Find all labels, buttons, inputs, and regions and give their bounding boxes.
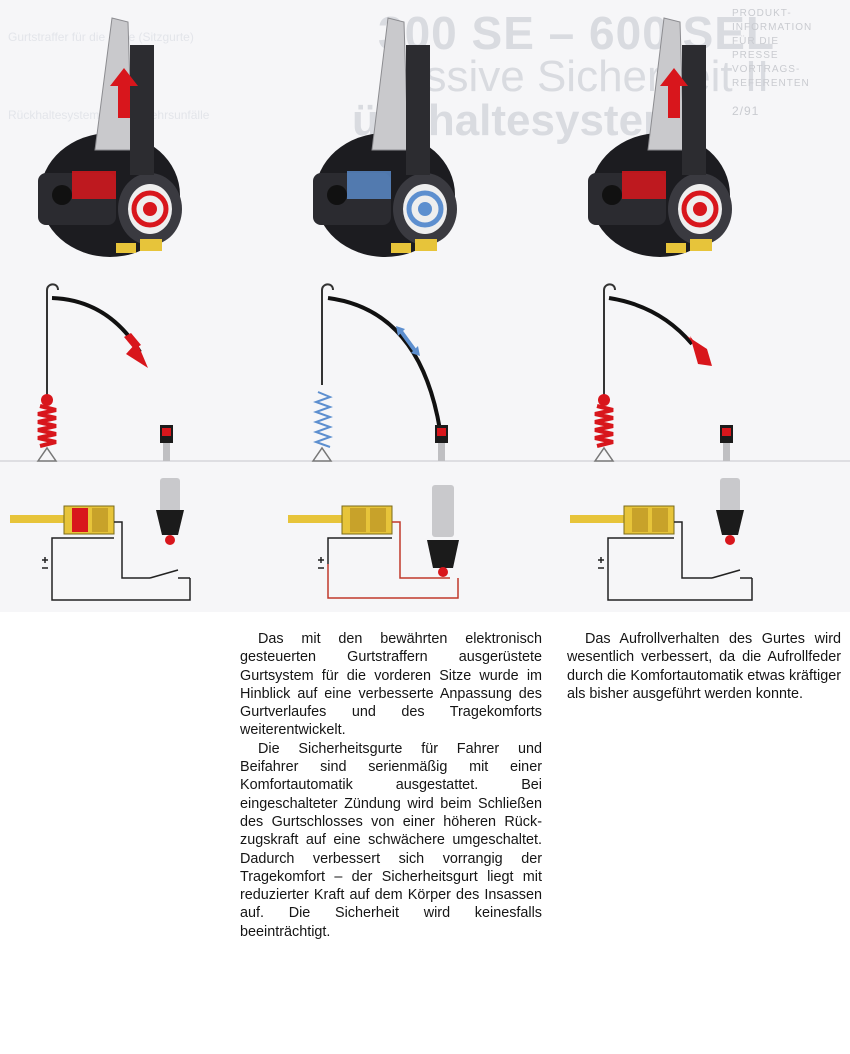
panel-1-circuit: [10, 478, 191, 601]
panel-1-retractor: [38, 133, 182, 257]
figure-panel: 300 SE – 600 SEL assive Sicherheit II üc…: [0, 7, 850, 601]
panel-1-arrow: [110, 68, 138, 118]
paragraph: Die Sicherheitsgurte für Fahrer und Beif…: [240, 740, 542, 940]
paragraph: Das mit den bewährten elektro­nisch gest…: [240, 631, 542, 739]
text-column-right: Das Aufrollverhalten des Gurtes wird wes…: [567, 630, 841, 703]
panel-3-bracket: [682, 45, 706, 175]
background-side-text: REFERENTEN: [732, 78, 810, 89]
panel-2-bracket: [406, 45, 430, 175]
panel-2-webbing: [371, 17, 409, 151]
background-side-text: FÜR DIE: [732, 36, 779, 47]
background-side-text: PRESSE: [732, 50, 779, 61]
panel-3-schematic: [593, 283, 733, 462]
panel-2-circuit: [288, 485, 459, 599]
background-left-text: Gurtstraffer für die Sitze (Sitzgurte): [8, 30, 194, 44]
background-date: 2/91: [732, 104, 760, 118]
panel-2-retractor: [313, 133, 457, 257]
background-subheading-1: assive Sicherheit II: [400, 52, 770, 101]
panel-2-schematic: [311, 283, 448, 462]
background-side-text: VORTRAGS-: [732, 64, 801, 75]
background-side-text: INFORMATION: [732, 22, 813, 33]
panel-1-schematic: [36, 283, 173, 462]
paragraph: Das Aufrollverhalten des Gurtes wird wes…: [567, 631, 841, 702]
background-side-text: PRODUKT-: [732, 8, 792, 19]
background-heading: 300 SE – 600 SEL: [378, 7, 776, 59]
panel-3-arrow: [660, 68, 688, 118]
text-column-left: Das mit den bewährten elektro­nisch gest…: [240, 630, 542, 941]
panel-1-bracket: [130, 45, 154, 175]
panel-3-retractor: [588, 133, 732, 257]
diagram-illustration: [0, 17, 850, 601]
panel-3-circuit: [570, 478, 753, 601]
